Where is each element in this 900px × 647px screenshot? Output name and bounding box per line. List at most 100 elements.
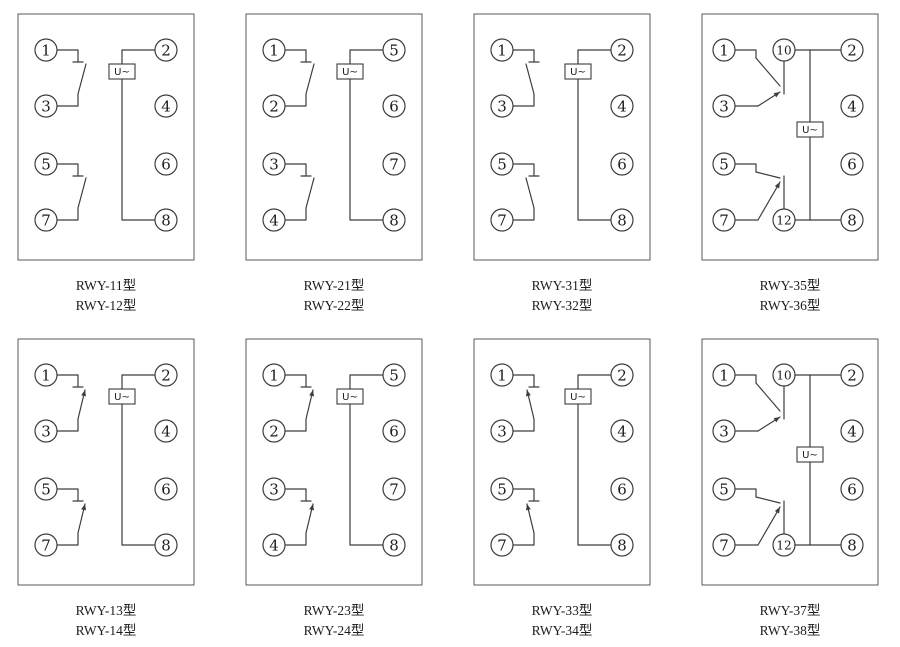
terminal-label: 4	[161, 422, 171, 440]
terminal-label: 3	[497, 422, 507, 440]
terminal-2: 2	[154, 38, 178, 62]
wire	[284, 487, 307, 502]
terminal-1: 1	[262, 362, 286, 387]
terminal-label: 8	[389, 211, 399, 229]
terminal-3: 3	[34, 94, 58, 118]
wire	[734, 373, 757, 384]
terminal-1: 1	[34, 38, 58, 62]
wire	[755, 57, 781, 87]
terminal-7: 7	[490, 532, 514, 557]
panel-border	[245, 13, 423, 261]
terminal-1: 1	[490, 362, 514, 387]
panel-border	[701, 13, 879, 261]
contact-arrowhead	[774, 182, 780, 189]
wire	[577, 49, 612, 65]
model-label-1: RWY-31型	[531, 278, 593, 293]
terminal-label: 7	[41, 211, 51, 229]
contact-arrowhead	[774, 506, 780, 513]
wire	[577, 78, 612, 221]
panel-caption: RWY-11型 RWY-12型	[16, 276, 196, 317]
wire	[284, 417, 307, 432]
terminal-label: 4	[269, 211, 279, 229]
terminal-4: 4	[610, 94, 634, 118]
terminal-label: 12	[776, 538, 791, 552]
terminal-8: 8	[154, 208, 178, 232]
panel-caption: RWY-13型 RWY-14型	[16, 601, 196, 642]
wire	[77, 177, 87, 209]
panel-caption: RWY-35型 RWY-36型	[700, 276, 880, 317]
terminal-8: 8	[840, 532, 864, 557]
terminal-label: 4	[617, 97, 627, 115]
terminal-label: 5	[497, 155, 507, 173]
terminal-label: 10	[776, 43, 791, 57]
model-label-1: RWY-37型	[759, 602, 821, 618]
wire	[121, 78, 156, 221]
wire	[349, 402, 384, 546]
terminal-label: 3	[41, 422, 51, 440]
wire	[349, 373, 384, 390]
panel-border	[17, 338, 195, 585]
terminal-label: 2	[847, 366, 857, 384]
model-label-2: RWY-32型	[531, 298, 593, 314]
terminal-label: 8	[389, 536, 399, 554]
terminal-label: 1	[41, 366, 51, 384]
terminal-5: 5	[490, 152, 514, 176]
panel-border	[701, 338, 879, 585]
model-label-2: RWY-34型	[531, 622, 593, 638]
wire	[56, 487, 79, 502]
terminal-label: 4	[161, 97, 171, 115]
contact-arrowhead	[81, 503, 87, 510]
terminal-2: 2	[610, 38, 634, 62]
terminal-label: 7	[389, 155, 399, 173]
terminal-label: 7	[719, 536, 729, 554]
terminal-6: 6	[382, 94, 406, 118]
model-label-1: RWY-33型	[531, 602, 593, 618]
terminal-2: 2	[154, 362, 178, 387]
terminal-4: 4	[154, 94, 178, 118]
wire	[755, 171, 781, 179]
terminal-2: 2	[840, 38, 864, 62]
terminal-6: 6	[154, 152, 178, 176]
terminal-label: 1	[269, 41, 279, 59]
wire	[56, 417, 79, 432]
terminal-label: 2	[617, 41, 627, 59]
terminal-label: 4	[847, 97, 857, 115]
terminal-2: 2	[262, 418, 286, 443]
terminal-5: 5	[712, 476, 736, 501]
terminal-label: 3	[269, 480, 279, 498]
wire	[56, 373, 79, 388]
coil-label: U~	[802, 450, 818, 461]
contact-arrowhead	[773, 416, 780, 422]
terminal-7: 7	[34, 208, 58, 232]
terminal-label: 8	[847, 536, 857, 554]
wire	[121, 373, 156, 390]
terminal-4: 4	[262, 208, 286, 232]
terminal-7: 7	[382, 152, 406, 176]
wire	[121, 402, 156, 546]
terminal-5: 5	[382, 38, 406, 62]
coil-label: U~	[802, 125, 818, 136]
coil-symbol: U~	[108, 63, 136, 80]
terminal-10: 10	[772, 38, 796, 62]
wire	[525, 177, 535, 209]
terminal-6: 6	[382, 418, 406, 443]
terminal-1: 1	[712, 38, 736, 62]
wire	[77, 63, 87, 95]
coil-label: U~	[570, 67, 586, 78]
terminal-10: 10	[772, 362, 796, 387]
wire	[512, 487, 535, 502]
terminal-label: 5	[389, 366, 399, 384]
terminal-label: 2	[269, 422, 279, 440]
wire	[284, 93, 307, 107]
wire	[512, 163, 535, 177]
terminal-label: 1	[719, 366, 729, 384]
terminal-5: 5	[382, 362, 406, 387]
model-label-2: RWY-24型	[303, 622, 365, 638]
